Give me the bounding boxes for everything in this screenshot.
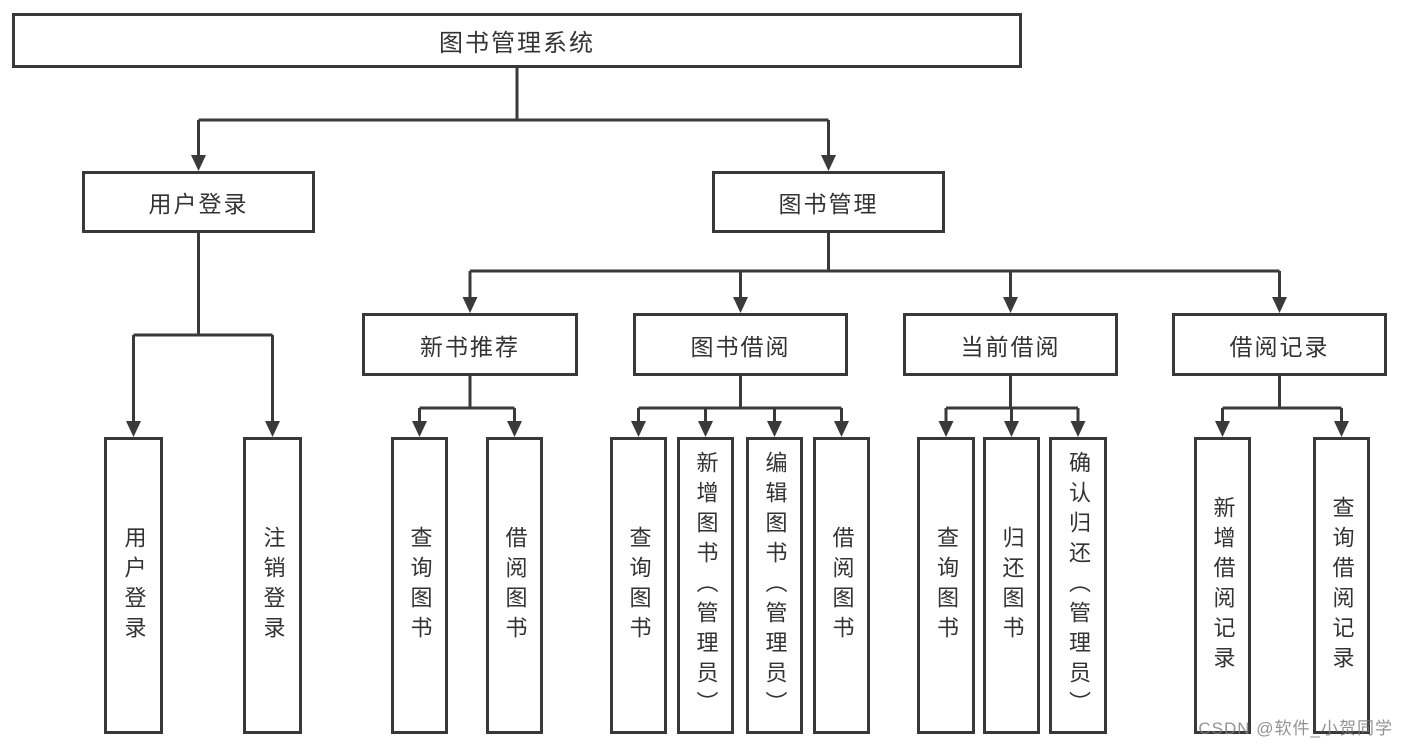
arrow-down-icon	[126, 421, 141, 437]
node-user-login-action: 用户登录	[104, 437, 163, 734]
node-current-borrowing: 当前借阅	[903, 313, 1118, 376]
node-borrow-books-recommend: 借阅图书	[486, 437, 543, 734]
node-label: 查询图书	[934, 525, 959, 646]
node-label: 用户登录	[148, 191, 249, 217]
arrow-down-icon	[767, 421, 782, 437]
node-user-login: 用户登录	[82, 171, 315, 233]
node-label: 借阅记录	[1229, 333, 1330, 360]
arrow-down-icon	[1004, 421, 1019, 437]
node-borrow-books-action: 借阅图书	[813, 437, 870, 734]
arrow-down-icon	[412, 421, 427, 437]
node-label: 新增借阅记录	[1210, 495, 1236, 676]
arrow-down-icon	[821, 155, 836, 171]
node-query-books-recommend: 查询图书	[391, 437, 448, 734]
node-label: 图书管理	[778, 191, 879, 217]
connector-arrows-layer	[126, 155, 1349, 437]
connector-new-book-branch	[418, 376, 516, 426]
node-return-books: 归还图书	[983, 437, 1040, 734]
arrow-down-icon	[631, 421, 646, 437]
connector-user-login-branch	[132, 233, 274, 426]
node-new-book-recommendation: 新书推荐	[362, 313, 578, 376]
arrow-down-icon	[1334, 421, 1349, 437]
arrow-down-icon	[462, 297, 478, 313]
arrow-down-icon	[1070, 421, 1086, 437]
node-label: 查询借阅记录	[1329, 495, 1355, 676]
connector-current-borrow-branch	[944, 376, 1080, 426]
node-query-books-borrow: 查询图书	[610, 437, 667, 734]
node-query-borrow-records: 查询借阅记录	[1313, 437, 1370, 734]
node-label: 查询图书	[626, 525, 652, 646]
connector-root-to-level2	[197, 68, 830, 160]
node-book-management: 图书管理	[712, 171, 945, 233]
node-borrowing-records: 借阅记录	[1172, 313, 1387, 376]
arrow-down-icon	[1272, 297, 1287, 313]
arrow-down-icon	[1215, 421, 1230, 437]
node-label: 查询图书	[407, 525, 433, 646]
node-library-management-system: 图书管理系统	[12, 13, 1022, 68]
arrow-down-icon	[1003, 297, 1018, 313]
node-label: 当前借阅	[960, 333, 1061, 360]
node-logout-action: 注销登录	[243, 437, 302, 734]
arrow-down-icon	[191, 155, 206, 171]
node-label: 借阅图书	[502, 525, 528, 646]
arrow-down-icon	[834, 421, 849, 437]
node-query-books-current: 查询图书	[917, 437, 975, 734]
node-label: 图书借阅	[690, 333, 791, 360]
node-label: 新增图书（管理员）	[693, 450, 719, 721]
node-label: 编辑图书（管理员）	[762, 450, 788, 721]
node-label: 归还图书	[999, 525, 1025, 646]
connector-book-management-branch	[468, 233, 1281, 302]
node-label: 用户登录	[121, 525, 147, 646]
arrow-down-icon	[265, 421, 280, 437]
node-label: 注销登录	[260, 525, 286, 646]
node-label: 借阅图书	[829, 525, 855, 646]
node-add-borrow-records: 新增借阅记录	[1194, 437, 1251, 734]
node-book-borrowing: 图书借阅	[633, 313, 848, 376]
node-confirm-return-admin: 确认归还（管理员）	[1049, 437, 1107, 734]
node-edit-books-admin: 编辑图书（管理员）	[746, 437, 803, 734]
arrow-down-icon	[698, 421, 713, 437]
csdn-watermark: CSDN @软件_小贺同学	[1198, 719, 1393, 738]
connector-lines	[132, 68, 1343, 426]
arrow-down-icon	[507, 421, 522, 437]
node-label: 新书推荐	[420, 333, 520, 360]
node-label: 图书管理系统	[439, 30, 595, 57]
connector-borrow-records-branch	[1221, 376, 1343, 426]
arrow-down-icon	[938, 421, 954, 437]
node-add-books-admin: 新增图书（管理员）	[677, 437, 734, 734]
arrow-down-icon	[733, 297, 748, 313]
node-label: 确认归还（管理员）	[1066, 450, 1091, 721]
connector-book-borrow-branch	[637, 376, 843, 426]
